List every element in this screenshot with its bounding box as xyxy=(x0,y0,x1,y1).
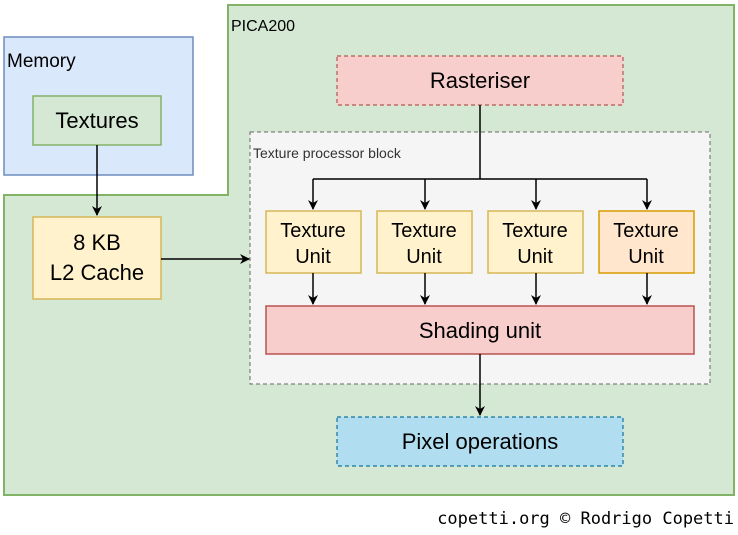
textures-label: Textures xyxy=(55,108,138,133)
l2-cache-line1: 8 KB xyxy=(73,230,121,255)
pixel-operations-node xyxy=(336,416,624,467)
rasteriser-label: Rasteriser xyxy=(430,68,530,93)
texture-unit-4: Texture Unit xyxy=(598,210,695,274)
texture-unit-2-line1: Texture xyxy=(391,220,457,242)
copyright-credit: copetti.org © Rodrigo Copetti xyxy=(437,509,734,529)
texture-unit-3: Texture Unit xyxy=(487,210,584,274)
texture-unit-1: Texture Unit xyxy=(265,210,362,274)
textures-node xyxy=(32,95,162,146)
texture-unit-3-line1: Texture xyxy=(502,220,568,242)
texture-unit-2-line2: Unit xyxy=(406,246,442,268)
texture-unit-1-line1: Texture xyxy=(280,220,346,242)
rasteriser-node xyxy=(336,55,624,106)
texture-unit-2: Texture Unit xyxy=(376,210,473,274)
shading-unit-label: Shading unit xyxy=(419,318,541,343)
memory-label: Memory xyxy=(7,51,76,72)
texture-unit-4-line1: Texture xyxy=(613,220,679,242)
pixel-operations-label: Pixel operations xyxy=(402,429,559,454)
l2-cache-node xyxy=(32,216,162,300)
texture-unit-1-line2: Unit xyxy=(295,246,331,268)
l2-cache-line2: L2 Cache xyxy=(50,260,144,285)
texture-unit-4-line2: Unit xyxy=(628,246,664,268)
texture-unit-3-line2: Unit xyxy=(517,246,553,268)
shading-unit-node xyxy=(265,305,695,355)
texture-processor-label: Texture processor block xyxy=(253,145,402,161)
pica200-label: PICA200 xyxy=(231,18,295,35)
